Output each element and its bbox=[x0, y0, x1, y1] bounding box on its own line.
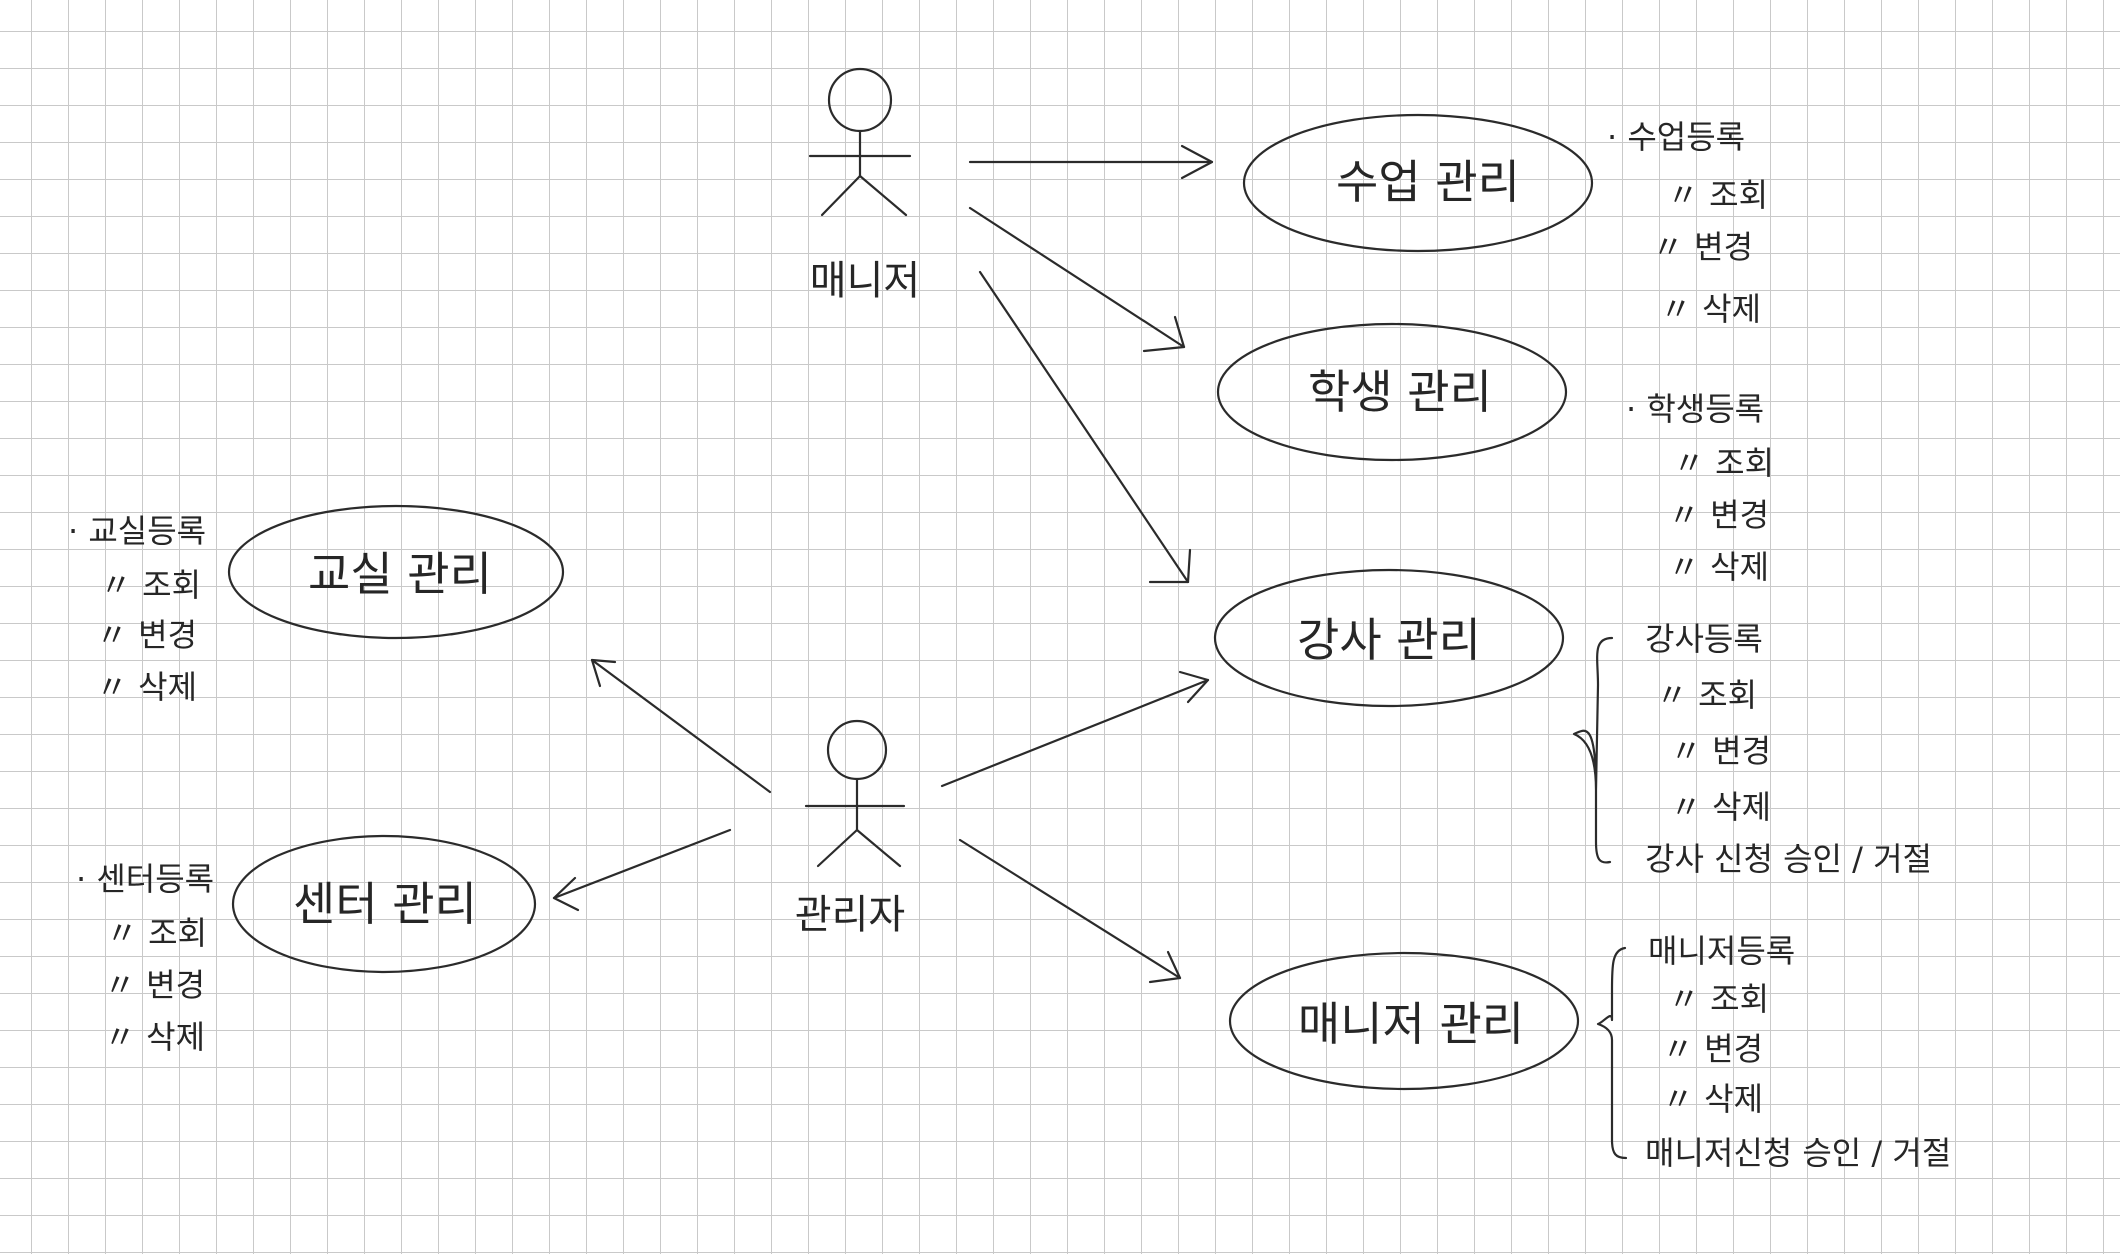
admin-actor-right-leg bbox=[855, 828, 902, 868]
manager-actor bbox=[808, 67, 912, 217]
manager-actor-head bbox=[827, 67, 893, 133]
arrow-admin-to-instructor-mgmt bbox=[940, 670, 1210, 788]
note-line: 〃 변경 bbox=[1652, 228, 1753, 266]
classroom-notes: · 교실등록 〃 조회 〃 변경 〃 삭제 bbox=[68, 512, 206, 706]
arrow-manager-to-class-mgmt bbox=[968, 144, 1214, 180]
note-line: 〃 조회 bbox=[100, 566, 201, 604]
note-line: 〃 조회 bbox=[1673, 444, 1774, 482]
note-line: · 센터등록 bbox=[76, 860, 214, 898]
student-notes: · 학생등록 〃 조회 〃 변경 〃 삭제 bbox=[1626, 390, 1774, 586]
note-line: 〃 삭제 bbox=[104, 1018, 205, 1056]
note-line: 〃 조회 bbox=[1667, 176, 1768, 214]
instructor-mgmt-ellipse bbox=[1213, 568, 1565, 708]
class-mgmt-ellipse bbox=[1242, 113, 1594, 253]
manager-mgmt-ellipse bbox=[1228, 951, 1580, 1091]
note-line: 매니저등록 bbox=[1648, 932, 1795, 970]
instructor-mgmt-label: 강사 관리 bbox=[1297, 613, 1481, 667]
center-mgmt-ellipse bbox=[231, 834, 537, 974]
manager-actor-label: 매니저 bbox=[810, 258, 920, 304]
note-line: · 수업등록 bbox=[1607, 118, 1745, 156]
instructor-notes: 강사등록 〃 조회 〃 변경 〃 삭제 강사 신청 승인 / 거절 bbox=[1645, 620, 1932, 878]
manager-actor-left-leg bbox=[820, 174, 862, 217]
note-line: 매니저신청 승인 / 거절 bbox=[1645, 1134, 1951, 1172]
admin-actor-left-leg bbox=[816, 828, 859, 868]
arrow-admin-to-center-mgmt bbox=[552, 828, 732, 912]
manager-notes-brace bbox=[1596, 946, 1628, 1160]
note-line: 〃 삭제 bbox=[1662, 1080, 1763, 1118]
class-notes: · 수업등록 〃 조회 〃 변경 〃 삭제 bbox=[1607, 118, 1768, 328]
note-line: 〃 변경 bbox=[96, 616, 197, 654]
classroom-mgmt-label: 교실 관리 bbox=[308, 547, 492, 601]
arrow-admin-to-classroom-mgmt bbox=[590, 658, 772, 794]
note-line: · 학생등록 bbox=[1626, 390, 1764, 428]
note-line: 〃 삭제 bbox=[1670, 788, 1771, 826]
student-mgmt-ellipse bbox=[1216, 322, 1568, 462]
manager-actor-right-leg bbox=[858, 174, 908, 217]
admin-actor-label: 관리자 bbox=[795, 892, 905, 938]
note-line: 〃 삭제 bbox=[1660, 290, 1761, 328]
note-line: 〃 조회 bbox=[1656, 676, 1757, 714]
manager-notes: 매니저등록 〃 조회 〃 변경 〃 삭제 매니저신청 승인 / 거절 bbox=[1645, 932, 1951, 1172]
center-mgmt-label: 센터 관리 bbox=[293, 877, 477, 931]
admin-actor-head bbox=[826, 719, 888, 781]
note-line: 강사등록 bbox=[1645, 620, 1763, 658]
arrow-manager-to-student-mgmt bbox=[968, 206, 1186, 353]
class-mgmt-label: 수업 관리 bbox=[1336, 155, 1520, 209]
center-notes: · 센터등록 〃 조회 〃 변경 〃 삭제 bbox=[76, 860, 214, 1056]
admin-actor bbox=[804, 719, 906, 868]
note-line: 〃 변경 bbox=[1670, 732, 1771, 770]
arrow-admin-to-manager-mgmt bbox=[958, 838, 1182, 984]
note-line: 강사 신청 승인 / 거절 bbox=[1645, 840, 1932, 878]
note-line: 〃 삭제 bbox=[96, 668, 197, 706]
note-line: 〃 변경 bbox=[104, 966, 205, 1004]
note-line: · 교실등록 bbox=[68, 512, 206, 550]
note-line: 〃 변경 bbox=[1668, 496, 1769, 534]
note-line: 〃 조회 bbox=[106, 914, 207, 952]
student-mgmt-label: 학생 관리 bbox=[1308, 365, 1492, 419]
classroom-mgmt-ellipse bbox=[227, 504, 565, 640]
arrow-manager-to-instructor-mgmt bbox=[978, 270, 1192, 584]
note-line: 〃 삭제 bbox=[1668, 548, 1769, 586]
note-line: 〃 조회 bbox=[1668, 980, 1769, 1018]
instructor-notes-brace bbox=[1572, 636, 1614, 864]
note-line: 〃 변경 bbox=[1662, 1030, 1763, 1068]
manager-mgmt-label: 매니저 관리 bbox=[1298, 997, 1524, 1051]
